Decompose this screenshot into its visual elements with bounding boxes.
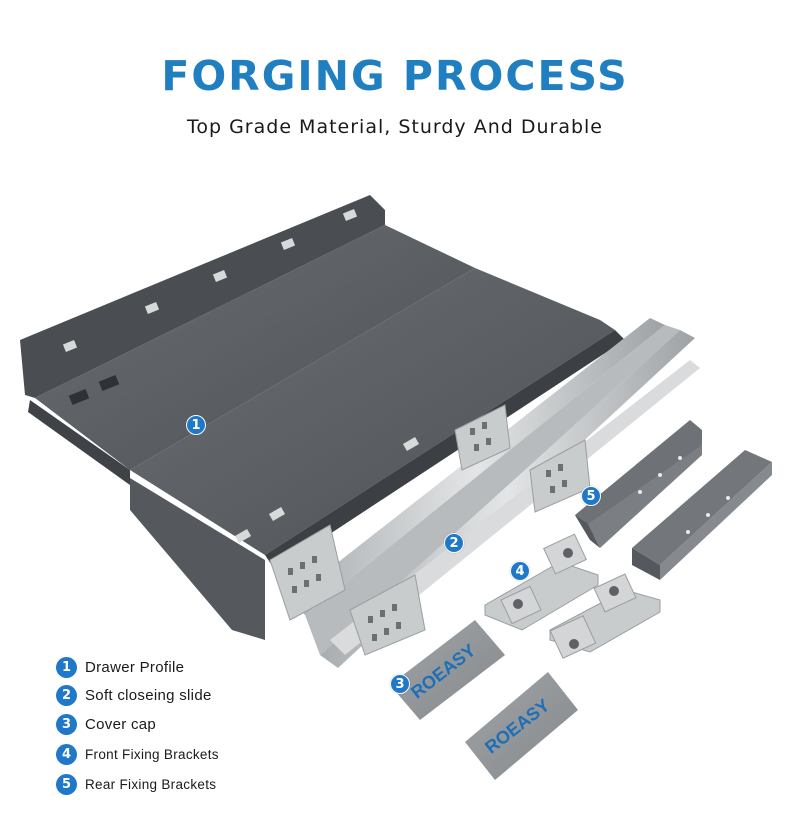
marker-front-fixing-brackets: 4 <box>510 561 530 581</box>
drawer-profile-left <box>20 195 475 485</box>
legend-number: 2 <box>56 684 77 706</box>
legend-item-cover-cap: 3 Cover cap <box>56 713 156 735</box>
front-fixing-brackets <box>484 533 661 659</box>
marker-soft-closing-slide: 2 <box>444 533 464 553</box>
legend-number: 4 <box>56 743 77 765</box>
legend-number: 1 <box>56 656 77 678</box>
legend-label: Drawer Profile <box>85 658 185 676</box>
marker-cover-cap: 3 <box>390 674 410 694</box>
marker-rear-fixing-brackets: 5 <box>581 486 601 506</box>
legend-item-rear-fixing-brackets: 5 Rear Fixing Brackets <box>56 773 216 795</box>
rear-fixing-brackets <box>575 420 772 580</box>
legend-number: 5 <box>56 773 77 795</box>
legend-label: Cover cap <box>85 715 157 733</box>
legend-item-front-fixing-brackets: 4 Front Fixing Brackets <box>56 743 219 765</box>
drawer-profile-right <box>130 268 625 640</box>
page-subtitle: Top Grade Material, Sturdy And Durable <box>186 116 603 138</box>
cover-cap-bottom: ROEASY <box>465 672 578 780</box>
legend-item-drawer-profile: 1 Drawer Profile <box>56 656 184 678</box>
page-title: FORGING PROCESS <box>161 52 629 100</box>
soft-closing-slide <box>269 318 700 668</box>
legend-item-soft-closing-slide: 2 Soft closeing slide <box>56 684 212 706</box>
legend-label: Rear Fixing Brackets <box>85 776 217 792</box>
legend-label: Soft closeing slide <box>85 686 212 704</box>
legend-number: 3 <box>56 713 77 735</box>
legend-label: Front Fixing Brackets <box>85 746 219 762</box>
marker-drawer-profile: 1 <box>186 415 206 435</box>
